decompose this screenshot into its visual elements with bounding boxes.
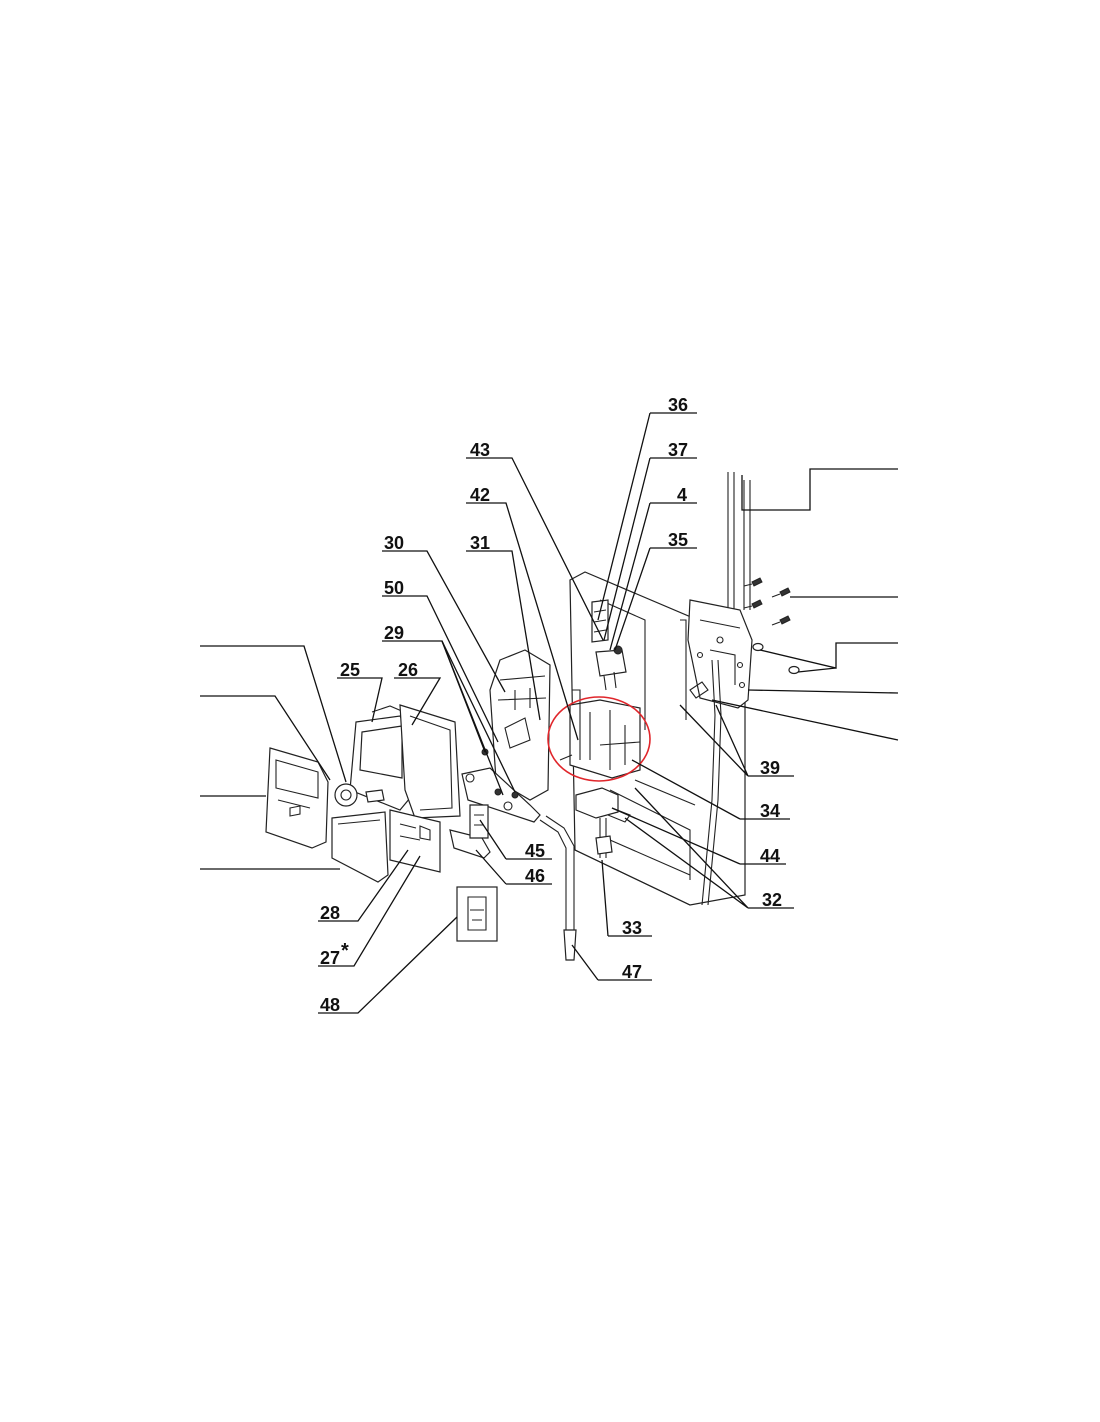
callout-31: 31 xyxy=(470,533,490,553)
callout-labels: 36 43 37 42 4 35 30 31 50 29 25 26 39 34… xyxy=(320,395,782,1015)
callout-43: 43 xyxy=(470,440,490,460)
inset-detail xyxy=(456,886,498,942)
front-door xyxy=(331,811,389,883)
callout-28: 28 xyxy=(320,903,340,923)
callout-36: 36 xyxy=(668,395,688,415)
callout-35: 35 xyxy=(668,530,688,550)
callout-32: 32 xyxy=(762,890,782,910)
callout-33: 33 xyxy=(622,918,642,938)
callout-44: 44 xyxy=(760,846,780,866)
callout-27-asterisk: * xyxy=(341,940,349,962)
callout-27: 27 xyxy=(320,948,340,968)
callout-46: 46 xyxy=(525,866,545,886)
callout-30: 30 xyxy=(384,533,404,553)
callout-29: 29 xyxy=(384,623,404,643)
lever-arm xyxy=(461,748,541,823)
callout-47: 47 xyxy=(622,962,642,982)
callout-48: 48 xyxy=(320,995,340,1015)
pipe-fitting xyxy=(469,804,489,839)
callout-42: 42 xyxy=(470,485,490,505)
callout-4: 4 xyxy=(677,485,687,505)
callout-25: 25 xyxy=(340,660,360,680)
label-plate xyxy=(389,809,441,873)
rod-and-bracket-assembly xyxy=(680,472,800,801)
callout-26: 26 xyxy=(398,660,418,680)
control-frame xyxy=(399,704,461,819)
leader-lines xyxy=(200,412,899,1014)
callout-50: 50 xyxy=(384,578,404,598)
upper-valve-parts xyxy=(591,599,627,691)
gas-pipe xyxy=(539,815,577,961)
lower-valve-parts xyxy=(575,787,631,858)
control-module xyxy=(334,705,417,811)
highlight-ellipse xyxy=(547,696,651,782)
callout-45: 45 xyxy=(525,841,545,861)
valve-block xyxy=(559,689,641,779)
callout-37: 37 xyxy=(668,440,688,460)
callout-39: 39 xyxy=(760,758,780,778)
callout-34: 34 xyxy=(760,801,780,821)
